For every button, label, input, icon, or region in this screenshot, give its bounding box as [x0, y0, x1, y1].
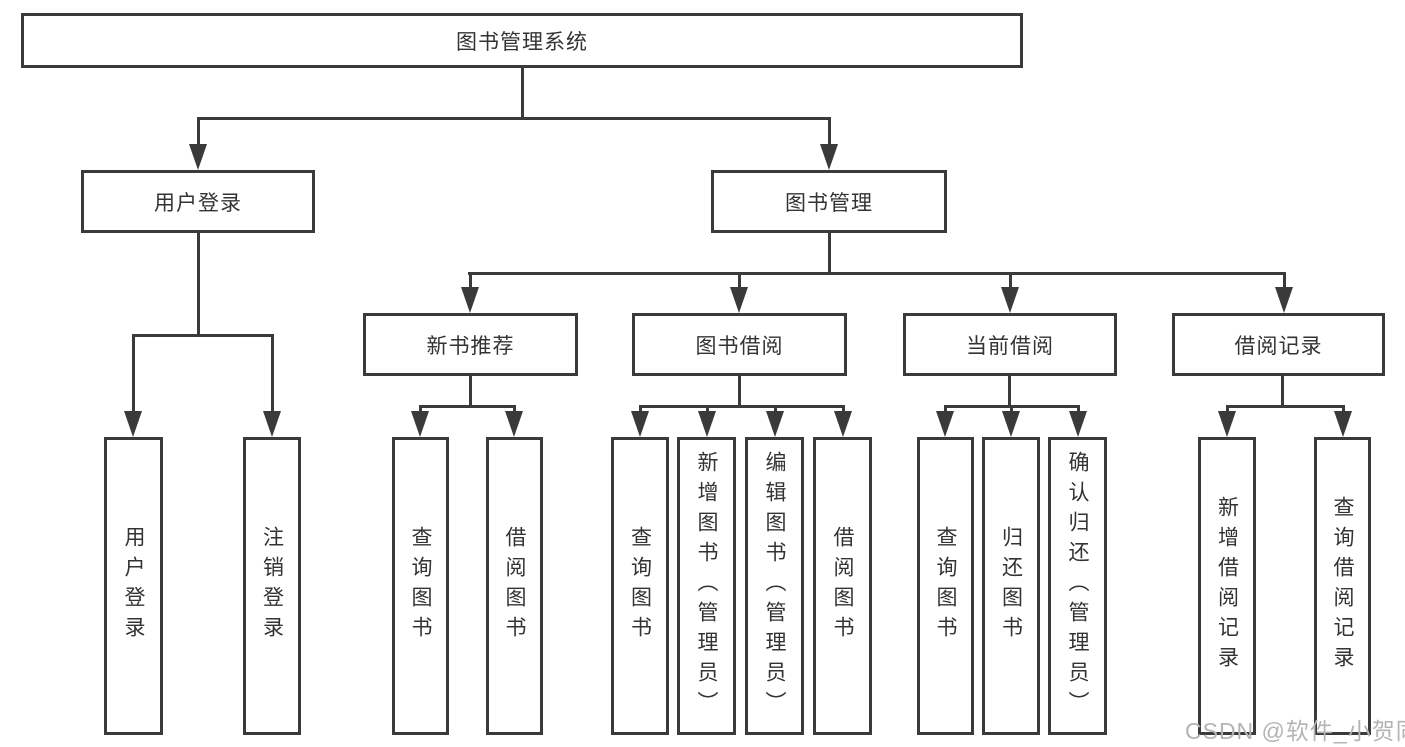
- connector-arrowhead: [1218, 411, 1236, 437]
- connector-line: [197, 117, 831, 120]
- node-book-management-label: 图书管理: [785, 191, 873, 215]
- connector-line: [828, 117, 831, 147]
- node-leaf-edit-book-admin: 编辑图书（管理员）: [745, 437, 804, 735]
- connector-line: [1077, 405, 1080, 415]
- connector-line: [419, 405, 422, 415]
- node-book-borrow-label: 图书借阅: [695, 334, 784, 358]
- connector-line: [521, 68, 524, 117]
- connector-arrowhead: [1002, 411, 1020, 437]
- node-current-borrow: 当前借阅: [903, 313, 1117, 376]
- connector-arrowhead: [631, 411, 649, 437]
- node-leaf-confirm-return-admin: 确认归还（管理员）: [1048, 437, 1107, 735]
- node-book-management: 图书管理: [711, 170, 947, 233]
- connector-line: [1010, 405, 1013, 415]
- connector-line: [738, 376, 741, 407]
- node-leaf-query-books-2-label: 查询图书: [628, 526, 652, 646]
- connector-line: [469, 376, 472, 407]
- connector-line: [639, 405, 845, 408]
- connector-line: [1283, 272, 1286, 290]
- connector-arrowhead: [730, 287, 748, 313]
- node-leaf-query-borrow-record-label: 查询借阅记录: [1331, 496, 1354, 676]
- node-leaf-add-book-admin-label: 新增图书（管理员）: [695, 451, 718, 721]
- node-leaf-query-books-1-label: 查询图书: [409, 526, 432, 646]
- node-leaf-confirm-return-admin-label: 确认归还（管理员）: [1066, 451, 1089, 721]
- node-leaf-add-book-admin: 新增图书（管理员）: [677, 437, 736, 735]
- connector-arrowhead: [124, 411, 142, 437]
- connector-line: [639, 405, 642, 415]
- connector-line: [1281, 376, 1284, 407]
- node-leaf-query-books-3-label: 查询图书: [934, 526, 957, 646]
- node-leaf-logout: 注销登录: [243, 437, 301, 735]
- connector-arrowhead: [263, 411, 281, 437]
- connector-line: [944, 405, 947, 415]
- connector-line: [419, 405, 516, 408]
- node-leaf-borrow-books-2-label: 借阅图书: [831, 526, 854, 646]
- node-leaf-add-borrow-record: 新增借阅记录: [1198, 437, 1256, 735]
- node-current-borrow-label: 当前借阅: [966, 334, 1054, 358]
- watermark: CSDN @软件_小贺同学: [1185, 718, 1405, 744]
- connector-line: [1342, 405, 1345, 415]
- connector-line: [513, 405, 516, 415]
- node-leaf-user-login: 用户登录: [104, 437, 163, 735]
- node-leaf-logout-label: 注销登录: [260, 526, 284, 646]
- connector-arrowhead: [766, 411, 784, 437]
- connector-line: [842, 405, 845, 415]
- connector-arrowhead: [698, 411, 716, 437]
- node-leaf-query-books-2: 查询图书: [611, 437, 669, 735]
- node-leaf-return-book-label: 归还图书: [999, 526, 1023, 646]
- node-leaf-query-borrow-record: 查询借阅记录: [1314, 437, 1371, 735]
- connector-line: [271, 334, 274, 414]
- node-leaf-query-books-1: 查询图书: [392, 437, 449, 735]
- node-new-book-recommend-label: 新书推荐: [426, 334, 515, 358]
- node-user-login: 用户登录: [81, 170, 315, 233]
- connector-line: [1008, 376, 1011, 407]
- connector-arrowhead: [1334, 411, 1352, 437]
- node-root: 图书管理系统: [21, 13, 1023, 68]
- connector-line: [828, 233, 831, 275]
- connector-arrowhead: [189, 144, 207, 170]
- node-leaf-borrow-books-1-label: 借阅图书: [503, 526, 526, 646]
- connector-arrowhead: [505, 411, 523, 437]
- connector-line: [1009, 272, 1012, 290]
- connector-line: [132, 334, 274, 337]
- node-borrow-records-label: 借阅记录: [1234, 334, 1323, 358]
- node-leaf-return-book: 归还图书: [982, 437, 1040, 735]
- connector-arrowhead: [834, 411, 852, 437]
- node-user-login-label: 用户登录: [154, 191, 242, 215]
- connector-line: [132, 334, 135, 414]
- connector-arrowhead: [1275, 287, 1293, 313]
- node-leaf-edit-book-admin-label: 编辑图书（管理员）: [763, 451, 786, 721]
- connector-arrowhead: [1069, 411, 1087, 437]
- connector-arrowhead: [411, 411, 429, 437]
- connector-line: [706, 405, 709, 415]
- connector-line: [468, 272, 1286, 275]
- node-borrow-records: 借阅记录: [1172, 313, 1385, 376]
- connector-line: [738, 272, 741, 290]
- node-leaf-borrow-books-1: 借阅图书: [486, 437, 543, 735]
- connector-line: [469, 272, 472, 290]
- node-leaf-query-books-3: 查询图书: [917, 437, 974, 735]
- node-leaf-borrow-books-2: 借阅图书: [813, 437, 872, 735]
- node-leaf-user-login-label: 用户登录: [122, 526, 145, 646]
- connector-arrowhead: [1001, 287, 1019, 313]
- node-book-borrow: 图书借阅: [632, 313, 847, 376]
- node-root-label: 图书管理系统: [456, 30, 588, 54]
- connector-line: [197, 117, 200, 147]
- connector-line: [197, 233, 200, 336]
- connector-line: [1226, 405, 1229, 415]
- connector-line: [1226, 405, 1344, 408]
- connector-arrowhead: [461, 287, 479, 313]
- connector-line: [774, 405, 777, 415]
- node-new-book-recommend: 新书推荐: [363, 313, 578, 376]
- node-leaf-add-borrow-record-label: 新增借阅记录: [1215, 496, 1239, 676]
- connector-arrowhead: [936, 411, 954, 437]
- connector-arrowhead: [820, 144, 838, 170]
